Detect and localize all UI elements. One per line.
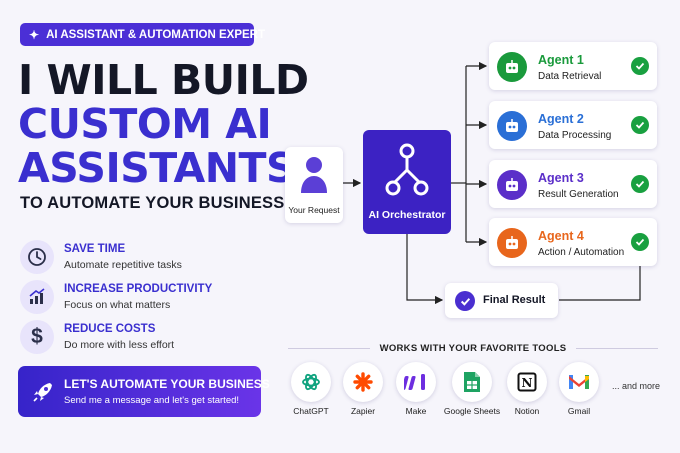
agent-desc: Action / Automation	[538, 247, 625, 258]
agent-card-4: Agent 4 Action / Automation	[489, 218, 657, 266]
make-icon	[396, 362, 436, 402]
headline-subline: TO AUTOMATE YOUR BUSINESS	[20, 194, 285, 212]
final-result-label: Final Result	[483, 294, 546, 306]
tool-label: Gmail	[567, 406, 591, 416]
benefit-save-time: SAVE TIME Automate repetitive tasks	[20, 240, 260, 276]
notion-icon: N	[507, 362, 547, 402]
svg-text:N: N	[522, 376, 533, 390]
agent-card-3: Agent 3 Result Generation	[489, 160, 657, 208]
tool-google-sheets: Google Sheets	[441, 362, 503, 416]
check-icon	[631, 57, 649, 75]
agent-name: Agent 2	[538, 112, 584, 126]
tool-chatgpt: ChatGPT	[280, 362, 342, 416]
orchestrator-label: AI Orchestrator	[368, 209, 446, 221]
robot-icon	[497, 228, 527, 258]
benefit-title: INCREASE PRODUCTIVITY	[64, 283, 213, 295]
network-icon	[385, 142, 429, 205]
google-sheets-icon	[452, 362, 492, 402]
tool-label: Google Sheets	[443, 406, 501, 416]
tool-gmail: Gmail	[548, 362, 610, 416]
badge-text: AI ASSISTANT & AUTOMATION EXPERT	[46, 28, 265, 41]
orchestrator-node: AI Orchestrator	[363, 130, 451, 234]
agent-name: Agent 4	[538, 229, 584, 243]
dollar-icon: $	[20, 320, 54, 354]
tool-make: Make	[385, 362, 447, 416]
check-icon	[455, 291, 475, 311]
robot-icon	[497, 111, 527, 141]
agent-card-1: Agent 1 Data Retrieval	[489, 42, 657, 90]
headline-line-2: CUSTOM AI	[18, 100, 272, 148]
gmail-icon	[559, 362, 599, 402]
tools-heading: WORKS WITH YOUR FAVORITE TOOLS	[288, 343, 658, 354]
cta-banner[interactable]: LET'S AUTOMATE YOUR BUSINESS Send me a m…	[18, 366, 270, 417]
check-icon	[631, 233, 649, 251]
sparkle-icon: ✦	[29, 27, 40, 42]
zapier-icon	[343, 362, 383, 402]
chatgpt-icon	[291, 362, 331, 402]
tool-label: Notion	[514, 406, 540, 416]
agent-desc: Data Retrieval	[538, 71, 602, 82]
cta-subtitle: Send me a message and let's get started!	[64, 395, 240, 406]
benefit-reduce-costs: $ REDUCE COSTS Do more with less effort	[20, 320, 260, 356]
agent-desc: Data Processing	[538, 130, 612, 141]
more-tools-text: ... and more	[612, 381, 661, 391]
agent-name: Agent 3	[538, 171, 584, 185]
benefit-desc: Focus on what matters	[64, 299, 171, 311]
expert-badge: ✦ AI ASSISTANT & AUTOMATION EXPERT	[20, 23, 265, 46]
benefit-desc: Automate repetitive tasks	[64, 259, 182, 271]
growth-chart-icon	[20, 280, 54, 314]
check-icon	[631, 116, 649, 134]
rocket-icon	[30, 379, 56, 410]
clock-icon	[20, 240, 54, 274]
robot-icon	[497, 170, 527, 200]
benefit-productivity: INCREASE PRODUCTIVITY Focus on what matt…	[20, 280, 260, 316]
check-icon	[631, 175, 649, 193]
final-result-node: Final Result	[445, 283, 558, 318]
tool-zapier: Zapier	[332, 362, 394, 416]
request-label: Your Request	[288, 205, 340, 215]
benefit-desc: Do more with less effort	[64, 339, 175, 351]
cta-title: LET'S AUTOMATE YOUR BUSINESS	[64, 377, 270, 391]
robot-icon	[497, 52, 527, 82]
benefit-title: SAVE TIME	[64, 243, 126, 255]
tool-label: Make	[405, 406, 427, 416]
benefit-title: REDUCE COSTS	[64, 323, 156, 335]
tool-label: Zapier	[350, 406, 376, 416]
user-icon	[299, 155, 329, 200]
request-node: Your Request	[285, 147, 343, 223]
agent-desc: Result Generation	[538, 189, 619, 200]
tool-label: ChatGPT	[293, 406, 329, 416]
agent-card-2: Agent 2 Data Processing	[489, 101, 657, 149]
headline-line-1: I WILL BUILD	[18, 56, 309, 104]
headline-line-3: ASSISTANTS	[18, 144, 296, 192]
tool-notion: N Notion	[496, 362, 558, 416]
agent-name: Agent 1	[538, 53, 584, 67]
tools-title: WORKS WITH YOUR FAVORITE TOOLS	[379, 343, 567, 354]
